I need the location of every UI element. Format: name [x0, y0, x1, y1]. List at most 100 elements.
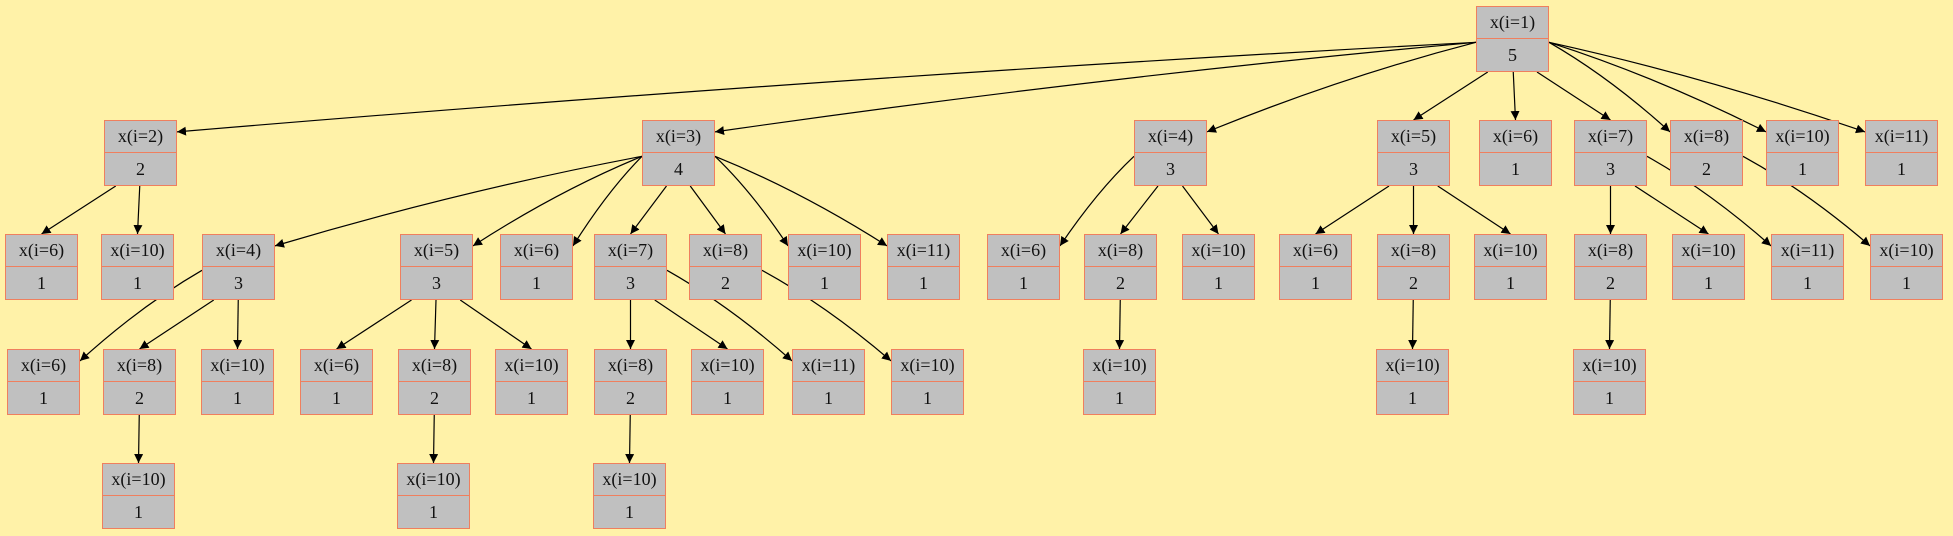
- node-value: 3: [1166, 158, 1175, 179]
- node-value: 1: [429, 501, 438, 522]
- tree-node-n1: x(i=1)5: [1476, 6, 1549, 72]
- node-value: 1: [233, 387, 242, 408]
- node-value: 1: [1214, 272, 1223, 293]
- edge-n3d-to-n3d2: [654, 299, 728, 350]
- edge-n1-to-n5: [1413, 71, 1489, 121]
- node-value: 1: [824, 387, 833, 408]
- node-label: x(i=4): [203, 235, 274, 267]
- tree-node-n3g: x(i=11) 1: [887, 234, 960, 300]
- node-label: x(i=10): [102, 235, 173, 267]
- node-label: x(i=10): [103, 464, 174, 496]
- edge-n1-to-n4: [1206, 41, 1477, 133]
- node-label: x(i=10): [892, 350, 963, 382]
- tree-node-n3a2a: x(i=10) 1: [102, 463, 175, 529]
- node-value: 2: [721, 272, 730, 293]
- edge-n3-to-n3d: [630, 185, 667, 235]
- node-value: 1: [39, 387, 48, 408]
- tree-node-n8a: x(i=10)1: [1870, 234, 1943, 300]
- tree-node-n3b1: x(i=6) 1: [300, 349, 373, 415]
- node-label: x(i=10): [1767, 121, 1838, 153]
- node-value: 2: [430, 387, 439, 408]
- node-label: x(i=1): [1477, 7, 1548, 39]
- node-value: 1: [332, 387, 341, 408]
- edge-n1-to-n7: [1536, 71, 1611, 121]
- node-label: x(i=6): [6, 235, 77, 267]
- edge-n3d-to-n3d3: [666, 269, 793, 362]
- edge-n3e-to-n3e1: [761, 269, 892, 362]
- node-value: 1: [923, 387, 932, 408]
- edge-n1-to-n3: [714, 41, 1477, 136]
- edge-n1-to-n2: [176, 41, 1477, 136]
- tree-node-n3d: x(i=7)3: [594, 234, 667, 300]
- node-label: x(i=6): [1480, 121, 1551, 153]
- edge-n2-to-n2b: [133, 185, 143, 235]
- tree-node-n3a: x(i=4)3: [202, 234, 275, 300]
- tree-node-n7c: x(i=11)1: [1771, 234, 1844, 300]
- edge-n7-to-n7c: [1646, 155, 1772, 247]
- tree-node-n5b1: x(i=10) 1: [1376, 349, 1449, 415]
- tree-node-n7b: x(i=10) 1: [1672, 234, 1745, 300]
- node-value: 1: [133, 272, 142, 293]
- edge-n3a-to-n3a2: [139, 299, 215, 350]
- node-value: 1: [1798, 158, 1807, 179]
- tree-node-n4b: x(i=8)2: [1084, 234, 1157, 300]
- edge-n5-to-n5c: [1437, 185, 1511, 235]
- tree-node-n8: x(i=8)2: [1670, 120, 1743, 186]
- tree-node-n3b2a: x(i=10)1: [397, 463, 470, 529]
- tree-node-n6: x(i=6)1: [1479, 120, 1552, 186]
- node-label: x(i=10): [789, 235, 860, 267]
- node-label: x(i=10): [1377, 350, 1448, 382]
- edge-n3b-to-n3b3: [459, 299, 532, 350]
- node-value: 1: [134, 501, 143, 522]
- tree-node-n4: x(i=4)3: [1134, 120, 1207, 186]
- node-label: x(i=3): [643, 121, 714, 153]
- edge-n5-to-n5a: [1315, 185, 1390, 235]
- edge-n3-to-n3a: [274, 155, 643, 248]
- node-label: x(i=10): [1673, 235, 1744, 267]
- node-label: x(i=8): [104, 350, 175, 382]
- node-label: x(i=8): [595, 350, 666, 382]
- edge-n3a-to-n3a1: [79, 269, 203, 362]
- node-value: 1: [919, 272, 928, 293]
- node-label: x(i=6): [8, 350, 79, 382]
- node-label: x(i=10): [594, 464, 665, 496]
- tree-node-n5a: x(i=6)1: [1279, 234, 1352, 300]
- tree-node-n2b: x(i=10) 1: [101, 234, 174, 300]
- node-value: 2: [135, 387, 144, 408]
- tree-node-n3d2: x(i=10)1: [691, 349, 764, 415]
- tree-node-n2a: x(i=6) 1: [5, 234, 78, 300]
- node-value: 2: [136, 158, 145, 179]
- node-value: 1: [1506, 272, 1515, 293]
- node-label: x(i=7): [1575, 121, 1646, 153]
- node-value: 3: [1409, 158, 1418, 179]
- node-value: 2: [1116, 272, 1125, 293]
- tree-node-n3d3: x(i=11)1: [792, 349, 865, 415]
- node-value: 3: [432, 272, 441, 293]
- node-label: x(i=6): [301, 350, 372, 382]
- node-value: 1: [1605, 387, 1614, 408]
- node-value: 1: [1902, 272, 1911, 293]
- node-label: x(i=8): [1378, 235, 1449, 267]
- node-value: 1: [37, 272, 46, 293]
- edge-n7a-to-n7a1: [1605, 299, 1615, 350]
- node-value: 1: [1803, 272, 1812, 293]
- node-value: 3: [626, 272, 635, 293]
- edge-n1-to-n8: [1548, 41, 1671, 133]
- tree-node-n3b2: x(i=8) 2: [398, 349, 471, 415]
- node-value: 1: [1704, 272, 1713, 293]
- node-label: x(i=6): [501, 235, 572, 267]
- node-value: 1: [1311, 272, 1320, 293]
- node-label: x(i=11): [888, 235, 959, 267]
- tree-node-n5c: x(i=10)1: [1474, 234, 1547, 300]
- edge-n3-to-n3e: [689, 185, 726, 235]
- node-value: 1: [1408, 387, 1417, 408]
- edge-n4-to-n4a: [1059, 155, 1135, 247]
- node-label: x(i=8): [399, 350, 470, 382]
- node-value: 1: [1019, 272, 1028, 293]
- node-label: x(i=8): [690, 235, 761, 267]
- tree-node-n4a: x(i=6)1: [987, 234, 1060, 300]
- edge-n3-to-n3c: [572, 155, 643, 247]
- node-label: x(i=10): [692, 350, 763, 382]
